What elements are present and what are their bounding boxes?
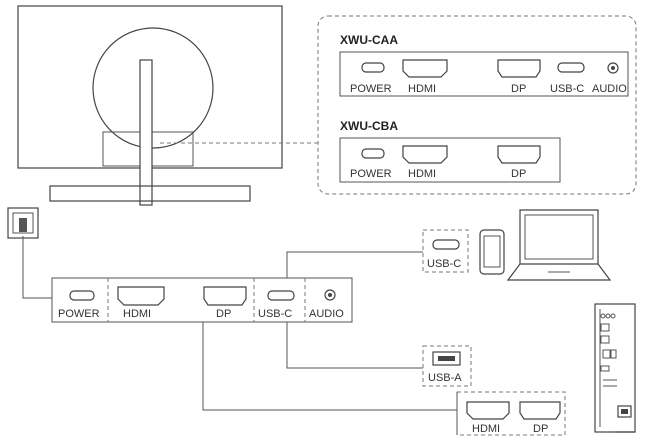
variant-cba-label-power: POWER xyxy=(350,168,392,180)
device-usbc-port xyxy=(432,239,460,250)
variant-cba-dp-port xyxy=(497,145,541,164)
main-hdmi-port xyxy=(117,286,165,306)
variant-cba-label-hdmi: HDMI xyxy=(408,168,436,180)
laptop-icon xyxy=(506,209,612,281)
pc-dp-port xyxy=(519,401,561,420)
device-usba-port xyxy=(432,351,461,366)
pc-dp-label: DP xyxy=(533,423,548,435)
variant-caa-label-audio: AUDIO xyxy=(592,83,627,95)
variant-cba-title: XWU-CBA xyxy=(340,119,398,133)
wall-outlet-icon xyxy=(7,207,39,239)
main-label-audio: AUDIO xyxy=(309,308,344,320)
device-usba-box xyxy=(422,345,472,387)
variant-cba-panel xyxy=(339,137,561,183)
desktop-pc-icon xyxy=(594,303,636,433)
variant-caa-label-dp: DP xyxy=(511,83,526,95)
main-port-panel xyxy=(51,277,353,323)
variant-cba-hdmi-port xyxy=(402,145,448,164)
device-usbc-box xyxy=(422,229,469,273)
variant-caa-dp-port xyxy=(497,59,541,78)
main-label-power: POWER xyxy=(58,308,100,320)
monitor-icon xyxy=(17,5,283,206)
variant-caa-label-hdmi: HDMI xyxy=(408,83,436,95)
variant-caa-panel xyxy=(339,51,629,97)
phone-icon xyxy=(479,229,505,275)
panel-dividers xyxy=(107,278,306,322)
pc-hdmi-label: HDMI xyxy=(472,423,500,435)
variants-box xyxy=(317,15,637,195)
variant-cba-label-dp: DP xyxy=(511,168,526,180)
device-usba-label: USB-A xyxy=(428,372,462,384)
main-label-dp: DP xyxy=(216,308,231,320)
device-usbc-label: USB-C xyxy=(427,258,461,270)
variant-caa-title: XWU-CAA xyxy=(340,33,398,47)
variant-caa-label-power: POWER xyxy=(350,83,392,95)
main-usbc-port xyxy=(267,290,295,301)
pc-hdmi-port xyxy=(466,401,510,420)
usba-cable xyxy=(286,322,423,369)
variant-caa-usbc-port xyxy=(557,62,585,73)
video-cable xyxy=(202,322,457,411)
main-label-usbc: USB-C xyxy=(258,308,292,320)
variant-caa-power-port xyxy=(361,62,385,73)
main-label-hdmi: HDMI xyxy=(123,308,151,320)
variant-caa-audio-port xyxy=(607,62,619,74)
variant-cba-power-port xyxy=(361,148,385,159)
usbc-cable xyxy=(286,251,423,278)
power-cable xyxy=(22,236,52,299)
main-audio-port xyxy=(324,289,336,301)
variant-caa-label-usbc: USB-C xyxy=(550,83,584,95)
variant-caa-hdmi-port xyxy=(402,59,448,78)
main-power-port xyxy=(69,290,95,301)
main-dp-port xyxy=(203,286,247,306)
